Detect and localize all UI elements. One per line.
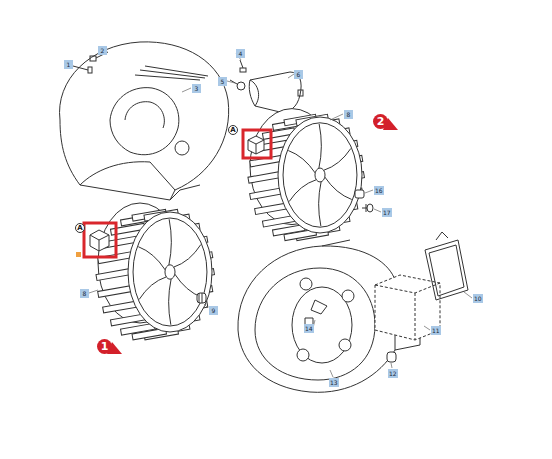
filter-box — [375, 275, 440, 340]
callout-number: 10 — [473, 294, 483, 303]
callout-number: 8 — [80, 289, 89, 298]
callout-number: 8 — [344, 110, 353, 119]
callout-number: 17 — [382, 208, 392, 217]
callout-number: 16 — [374, 186, 384, 195]
detail-letter: A — [228, 125, 238, 135]
callout-number: 2 — [98, 46, 107, 55]
highlight-frame — [243, 130, 271, 158]
callout-number: 11 — [431, 326, 441, 335]
callout-number: 3 — [192, 84, 201, 93]
callout-number: 13 — [329, 378, 339, 387]
cap-and-screws — [230, 60, 303, 112]
group-marker: 1 — [97, 339, 112, 354]
gasket-frame — [425, 232, 468, 300]
highlight-frame — [84, 223, 116, 257]
callout-number: 14 — [304, 324, 314, 333]
group-marker: 2 — [373, 114, 388, 129]
leader-lines — [89, 53, 472, 377]
blower-housing — [60, 42, 229, 200]
callout-number: 6 — [294, 70, 303, 79]
callout-number: 4 — [236, 49, 245, 58]
impeller-wheel — [248, 109, 365, 241]
hidden-callout — [76, 252, 81, 257]
callout-number: 9 — [209, 306, 218, 315]
detail-letter: A — [75, 223, 85, 233]
callout-number: 12 — [388, 369, 398, 378]
nut — [387, 352, 396, 362]
callout-number: 5 — [218, 77, 227, 86]
callout-number: 1 — [64, 60, 73, 69]
